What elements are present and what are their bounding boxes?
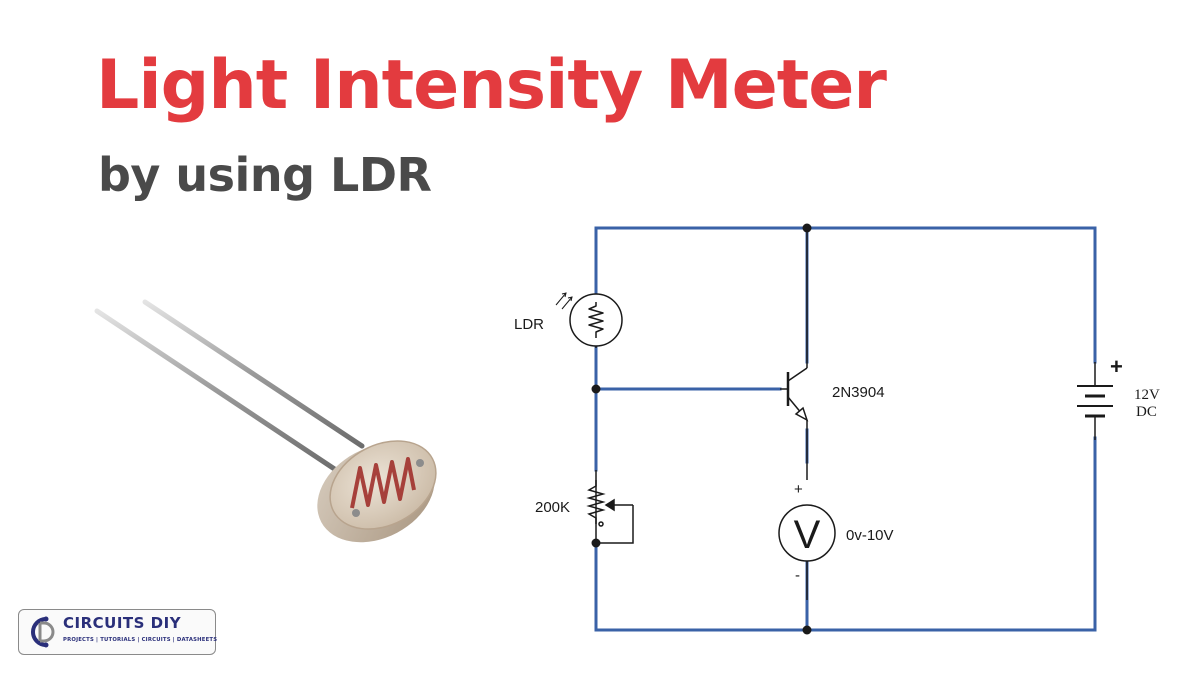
potentiometer-label: 200K bbox=[535, 499, 570, 516]
voltmeter-plus-label: + bbox=[794, 481, 803, 498]
voltmeter-v-symbol: V bbox=[794, 513, 821, 557]
cd-circuit-logo-icon bbox=[31, 616, 55, 648]
ldr-symbol bbox=[555, 292, 623, 347]
transistor-symbol bbox=[780, 367, 809, 422]
transistor-label: 2N3904 bbox=[832, 384, 885, 401]
battery-symbol bbox=[1077, 385, 1113, 418]
ldr-lead bbox=[94, 299, 365, 473]
voltmeter-symbol: V bbox=[778, 504, 836, 562]
junction-dots bbox=[591, 223, 812, 635]
battery-voltage-label: 12V bbox=[1134, 387, 1160, 403]
circuits-diy-logo: CIRCUITS DIY PROJECTS | TUTORIALS | CIRC… bbox=[18, 609, 218, 655]
ldr-body bbox=[317, 440, 437, 543]
logo-name: CIRCUITS DIY bbox=[63, 614, 182, 632]
circuit-wires bbox=[594, 226, 1097, 632]
potentiometer-symbol bbox=[586, 480, 634, 544]
page-subtitle: by using LDR bbox=[98, 148, 432, 202]
ldr-label: LDR bbox=[514, 316, 544, 333]
logo-tagline: PROJECTS | TUTORIALS | CIRCUITS | DATASH… bbox=[63, 637, 218, 643]
page-title: Light Intensity Meter bbox=[96, 46, 887, 125]
voltmeter-range-label: 0v-10V bbox=[846, 527, 894, 544]
battery-plus-label: + bbox=[1110, 354, 1123, 379]
battery-type-label: DC bbox=[1136, 404, 1157, 420]
voltmeter-minus-label: - bbox=[795, 567, 800, 584]
light-arrows-icon bbox=[555, 292, 573, 310]
component-leads bbox=[595, 228, 1096, 600]
